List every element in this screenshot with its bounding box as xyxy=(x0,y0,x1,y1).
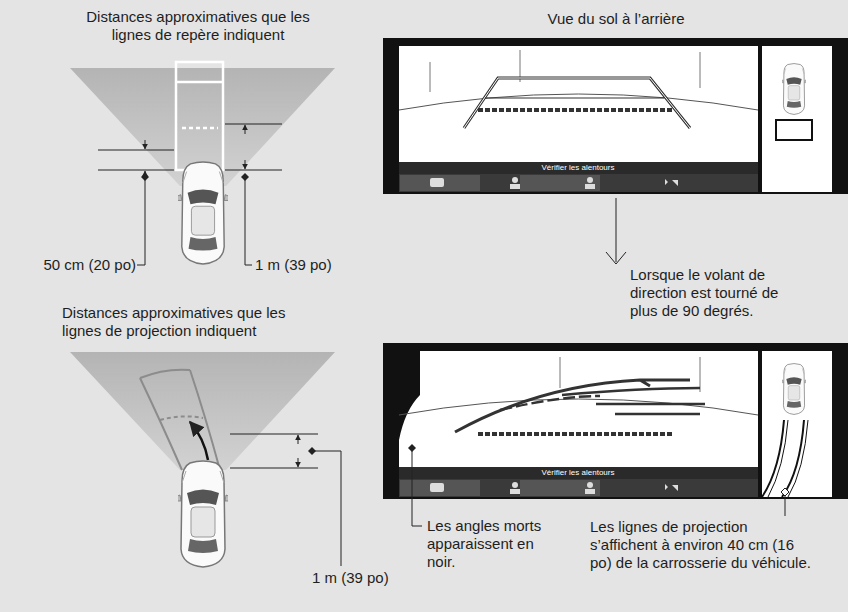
heading: Distances approximatives que les lignes … xyxy=(84,8,312,44)
note: Lorsque le volant de direction est tourn… xyxy=(630,266,808,320)
guide-lines xyxy=(176,62,223,170)
heading: Distances approximatives que les lignes … xyxy=(62,304,322,340)
dimension-lines xyxy=(98,124,282,265)
car-top-view xyxy=(175,461,231,567)
projection-lines xyxy=(140,370,220,470)
dimension-label: 1 m (39 po) xyxy=(255,256,355,274)
dimension-lines xyxy=(230,434,341,566)
transition-arrow xyxy=(616,198,617,262)
screen-title: Vue du sol à l’arrière xyxy=(466,10,766,28)
camera-field xyxy=(70,352,335,470)
car-top-view xyxy=(176,162,230,264)
callout-label: Les angles morts apparaissent en noir. xyxy=(427,517,549,571)
turn-arrow xyxy=(190,422,208,460)
camera-screen xyxy=(383,343,848,499)
screen-caption: Vérifier les alentours xyxy=(478,467,678,479)
callout-label: Les lignes de projection s’affichent à e… xyxy=(590,518,812,572)
dimension-label: 1 m (39 po) xyxy=(312,569,412,587)
leader-lines xyxy=(412,450,785,526)
screen-caption: Vérifier les alentours xyxy=(478,162,678,174)
dimension-label: 50 cm (20 po) xyxy=(40,256,136,274)
camera-screen xyxy=(383,38,848,194)
